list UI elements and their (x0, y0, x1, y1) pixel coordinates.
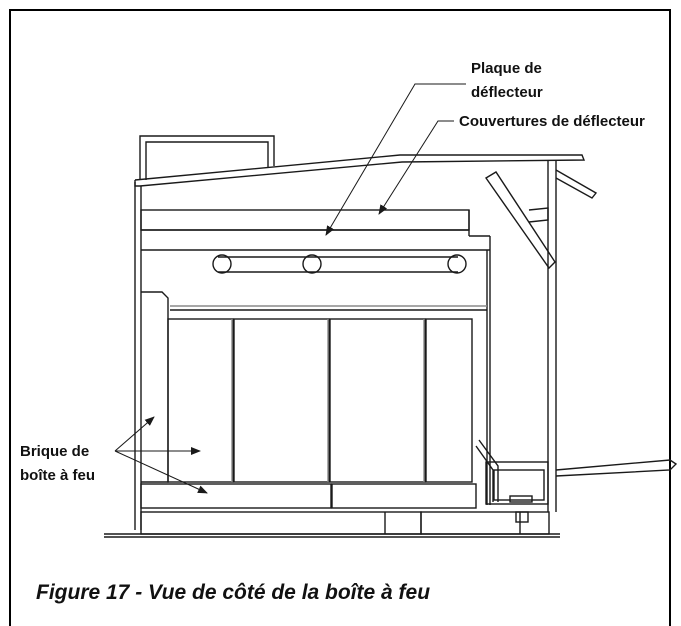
left-wall (134, 182, 142, 530)
baffle-cover (140, 209, 490, 251)
stove-top (134, 154, 586, 187)
air-tube-3 (447, 254, 467, 274)
floor-firebricks (140, 483, 477, 509)
ash-compartment (475, 439, 549, 523)
stove-drawing (104, 135, 678, 538)
leader-firebrick-side (114, 416, 155, 452)
label-firebrick-line2: boîte à feu (20, 467, 95, 484)
figure-caption: Figure 17 - Vue de côté de la boîte à fe… (36, 581, 430, 604)
flue-collar (139, 135, 275, 180)
door-handle (555, 169, 598, 199)
figure-frame (9, 9, 671, 626)
front-wall (547, 160, 557, 512)
air-tube-2 (302, 254, 322, 274)
callout-leaders (114, 83, 466, 494)
baffle-plate (212, 254, 467, 274)
air-tube-1 (212, 254, 232, 274)
label-firebrick-line1: Brique de (20, 443, 89, 460)
stove-base (104, 511, 560, 538)
leader-baffle-plate (325, 83, 466, 236)
air-control-rod (555, 459, 678, 477)
label-baffle-covers: Couvertures de déflecteur (459, 113, 645, 130)
leader-baffle-covers (378, 120, 454, 215)
door (484, 171, 556, 270)
back-firebricks (167, 318, 473, 483)
leader-firebrick-floor (114, 450, 208, 494)
label-baffle-plate-line1: Plaque de (471, 60, 542, 77)
side-firebrick (141, 291, 169, 483)
label-baffle-plate-line2: déflecteur (471, 84, 543, 101)
